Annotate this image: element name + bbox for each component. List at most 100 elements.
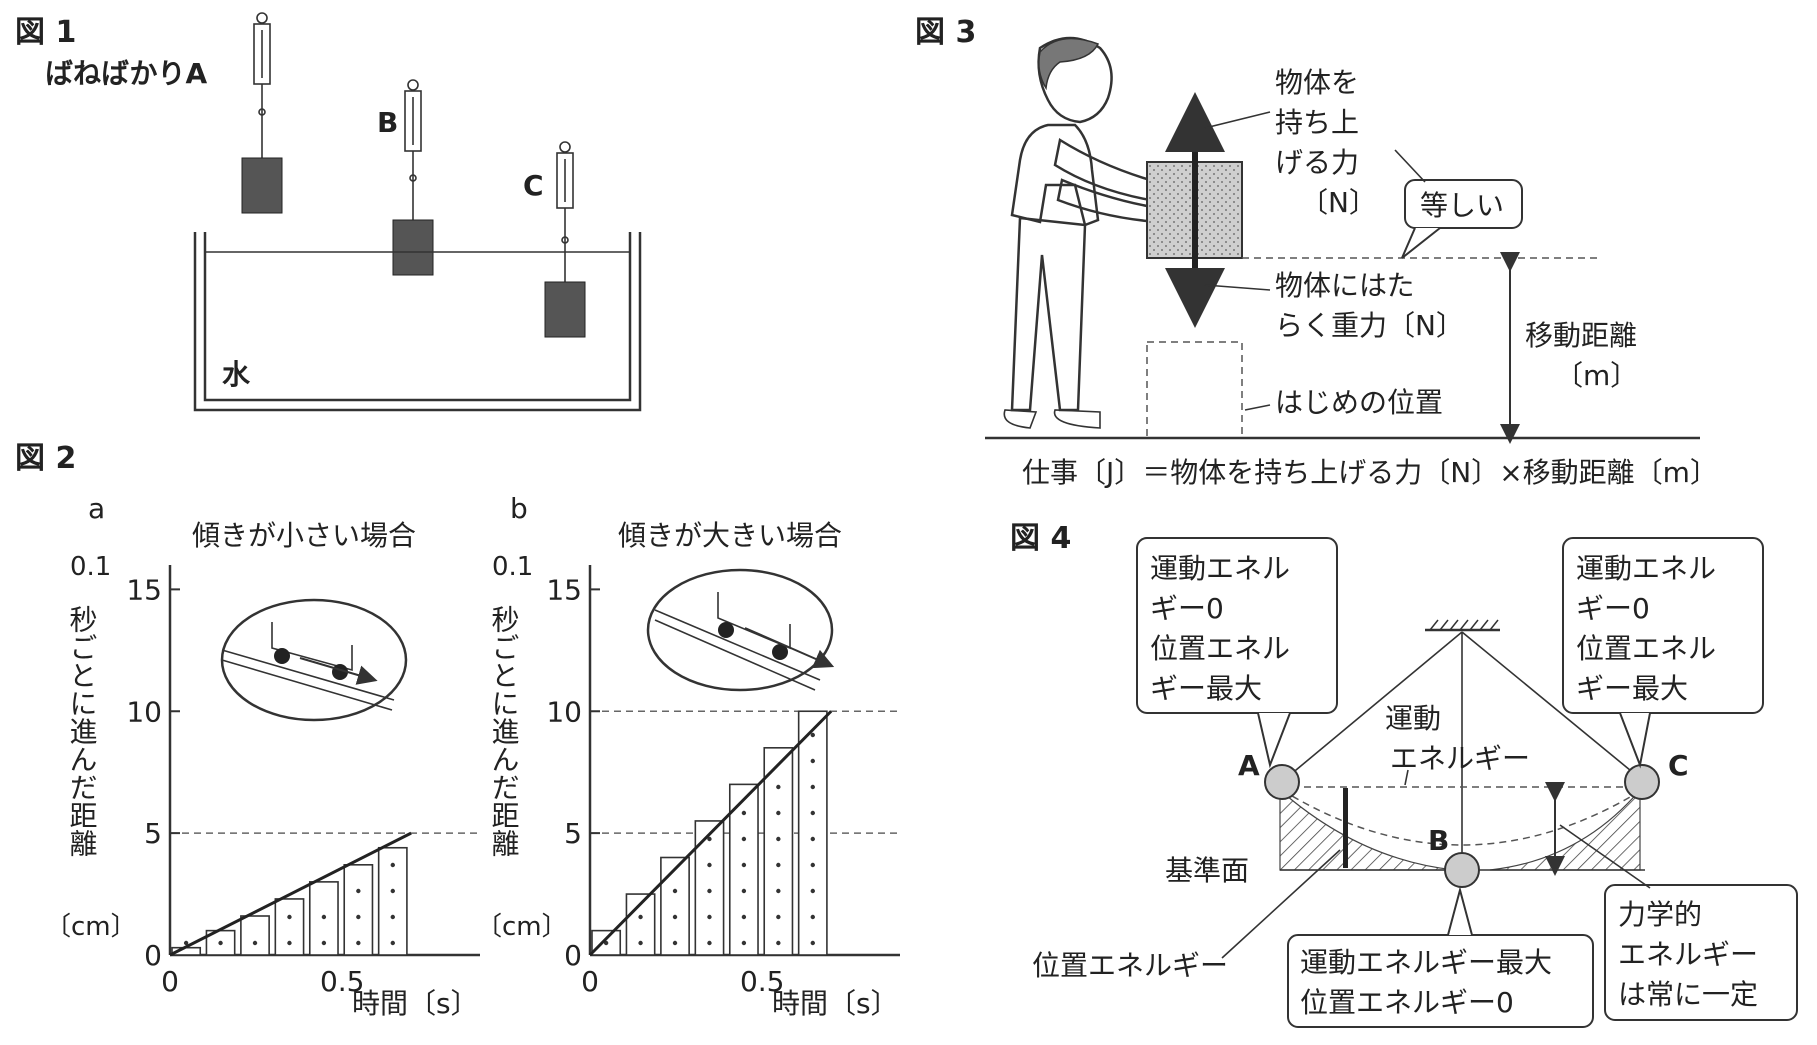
chart-a-y-tick-label: 0	[144, 939, 162, 972]
chart-b-bar-dot	[810, 758, 815, 764]
figure-3: 図 3 物体を 持ち上 げる力 〔N〕	[915, 15, 1718, 489]
callout-right-line-4: ギー最大	[1576, 672, 1688, 705]
person-illustration	[1003, 36, 1160, 429]
chart-b-bar-dot	[672, 940, 678, 946]
water-label: 水	[222, 358, 251, 391]
spring-scale-c-label: C	[523, 169, 544, 202]
chart-b-y-tick-label: 15	[546, 573, 582, 606]
chart-b-bar-dot	[672, 914, 678, 920]
block-c	[544, 281, 586, 338]
chart-b-bar-dot	[776, 836, 781, 842]
chart-a-y-tick-label: 15	[126, 573, 162, 606]
label-c: C	[1668, 749, 1689, 782]
chart-b-bar-dot	[776, 810, 781, 816]
callout-mech-line-1: 力学的	[1618, 898, 1702, 931]
chart-b-bar-dot	[776, 862, 781, 868]
work-formula: 仕事〔J〕＝物体を持ち上げる力〔N〕×移動距離〔m〕	[1022, 456, 1718, 489]
callout-right-line-3: 位置エネル	[1576, 632, 1716, 665]
chart-a-bar-dot	[218, 940, 223, 946]
kinetic-label-line-2: エネルギー	[1390, 742, 1530, 775]
block-a	[241, 157, 283, 214]
chart-b-bar-dot	[810, 862, 815, 868]
callout-left-line-1: 運動エネル	[1150, 552, 1290, 585]
chart-b-bar-dot	[741, 940, 747, 946]
figure-4-title: 図 4	[1010, 521, 1071, 556]
gravity-line-2: らく重力〔N〕	[1275, 309, 1464, 342]
callout-bottom: 運動エネルギー最大 位置エネルギー0	[1287, 886, 1594, 1028]
callout-bottom-line-2: 位置エネルギー0	[1300, 986, 1514, 1019]
chart-b-bar-dot	[810, 940, 815, 946]
incline-inset-small	[220, 598, 408, 722]
chart-panel-b: b 傾きが大きい場合 0.1 秒ごとに進んだ距離 〔cm〕 時間〔s〕 0510…	[476, 492, 900, 1020]
callout-left-line-2: ギー0	[1150, 592, 1224, 625]
chart-a-bar-dot	[321, 940, 327, 946]
chart-b-bar-dot	[776, 914, 781, 920]
callout-bottom-line-1: 運動エネルギー最大	[1300, 946, 1552, 979]
callout-left-line-3: 位置エネル	[1150, 632, 1290, 665]
chart-a-bar-dot	[356, 888, 361, 894]
callout-right-line-1: 運動エネル	[1576, 552, 1716, 585]
panel-b-xlabel: 時間〔s〕	[772, 987, 899, 1020]
chart-b-bar	[797, 710, 828, 956]
initial-position-box	[1146, 341, 1243, 439]
chart-a-bar-dot	[356, 914, 361, 920]
panel-b-ylabel: 秒ごとに進んだ距離	[488, 605, 521, 857]
chart-b-bar	[660, 856, 690, 956]
block-b	[392, 219, 434, 276]
figure-2: 図 2 a 傾きが小さい場合 0.1 秒ごとに進んだ距離 〔cm〕 時間〔s〕 …	[15, 441, 900, 1020]
panel-b-letter: b	[510, 492, 528, 525]
equal-label: 等しい	[1420, 189, 1504, 222]
pendulum	[1264, 619, 1660, 888]
chart-a-bar	[240, 915, 270, 956]
label-a: A	[1238, 749, 1260, 782]
chart-a-y-tick-label: 5	[144, 817, 162, 850]
chart-b-bar-dot	[776, 784, 781, 790]
chart-b-y-tick-label: 10	[546, 695, 582, 728]
chart-b-bar-dot	[776, 940, 781, 946]
chart-b-y-tick-label: 5	[564, 817, 582, 850]
chart-a-bar-dot	[252, 940, 258, 946]
chart-panel-a: a 傾きが小さい場合 0.1 秒ごとに進んだ距離 〔cm〕 時間〔s〕 0510…	[45, 492, 480, 1020]
label-b: B	[1428, 824, 1449, 857]
spring-scale-b-label: B	[377, 106, 398, 139]
initial-position-label: はじめの位置	[1275, 386, 1443, 419]
callout-right-line-2: ギー0	[1576, 592, 1650, 625]
chart-b-bar-dot	[810, 732, 815, 738]
panel-a-ylabel-unit: 〔cm〕	[45, 912, 137, 942]
chart-b-bar-dot	[741, 810, 747, 816]
panel-a-letter: a	[88, 492, 105, 525]
gravity-line-1: 物体にはた	[1275, 269, 1414, 302]
potential-leader	[1221, 849, 1341, 959]
callout-left-line-4: ギー最大	[1150, 672, 1262, 705]
chart-b-bar-dot	[741, 836, 747, 842]
chart-a-bar-dot	[321, 914, 327, 920]
bob-a	[1264, 764, 1300, 800]
kinetic-label-line-1: 運動	[1385, 702, 1441, 735]
chart-a-bar-dot	[390, 914, 395, 920]
reference-plane-label: 基準面	[1165, 854, 1249, 887]
chart-b-bar-dot	[810, 888, 815, 894]
chart-a-bar	[343, 864, 374, 956]
lift-force-line-4: 〔N〕	[1300, 186, 1377, 219]
potential-energy-region-right	[1489, 788, 1641, 871]
chart-a-trend-line	[169, 831, 412, 957]
callout-right: 運動エネル ギー0 位置エネル ギー最大	[1562, 537, 1764, 769]
chart-b-bar-dot	[707, 914, 712, 920]
chart-b-bar-dot	[810, 810, 815, 816]
chart-a-bar-dot	[390, 888, 395, 894]
chart-b-x-tick-label: 0.5	[740, 965, 785, 998]
panel-b-ylabel-top: 0.1	[492, 552, 533, 582]
equal-callout: 等しい	[1394, 149, 1523, 259]
chart-b-y-tick-label: 0	[564, 939, 582, 972]
lift-force-label: 物体を 持ち上 げる力 〔N〕	[1204, 66, 1377, 219]
chart-b-bar	[763, 747, 794, 956]
chart-b-bar-dot	[741, 914, 747, 920]
chart-a-y-tick-label: 10	[126, 695, 162, 728]
chart-b-trend-line	[588, 710, 833, 957]
initial-position-leader	[1244, 404, 1271, 411]
chart-b-bar-dot	[707, 862, 712, 868]
chart-b-bar-dot	[810, 784, 815, 790]
